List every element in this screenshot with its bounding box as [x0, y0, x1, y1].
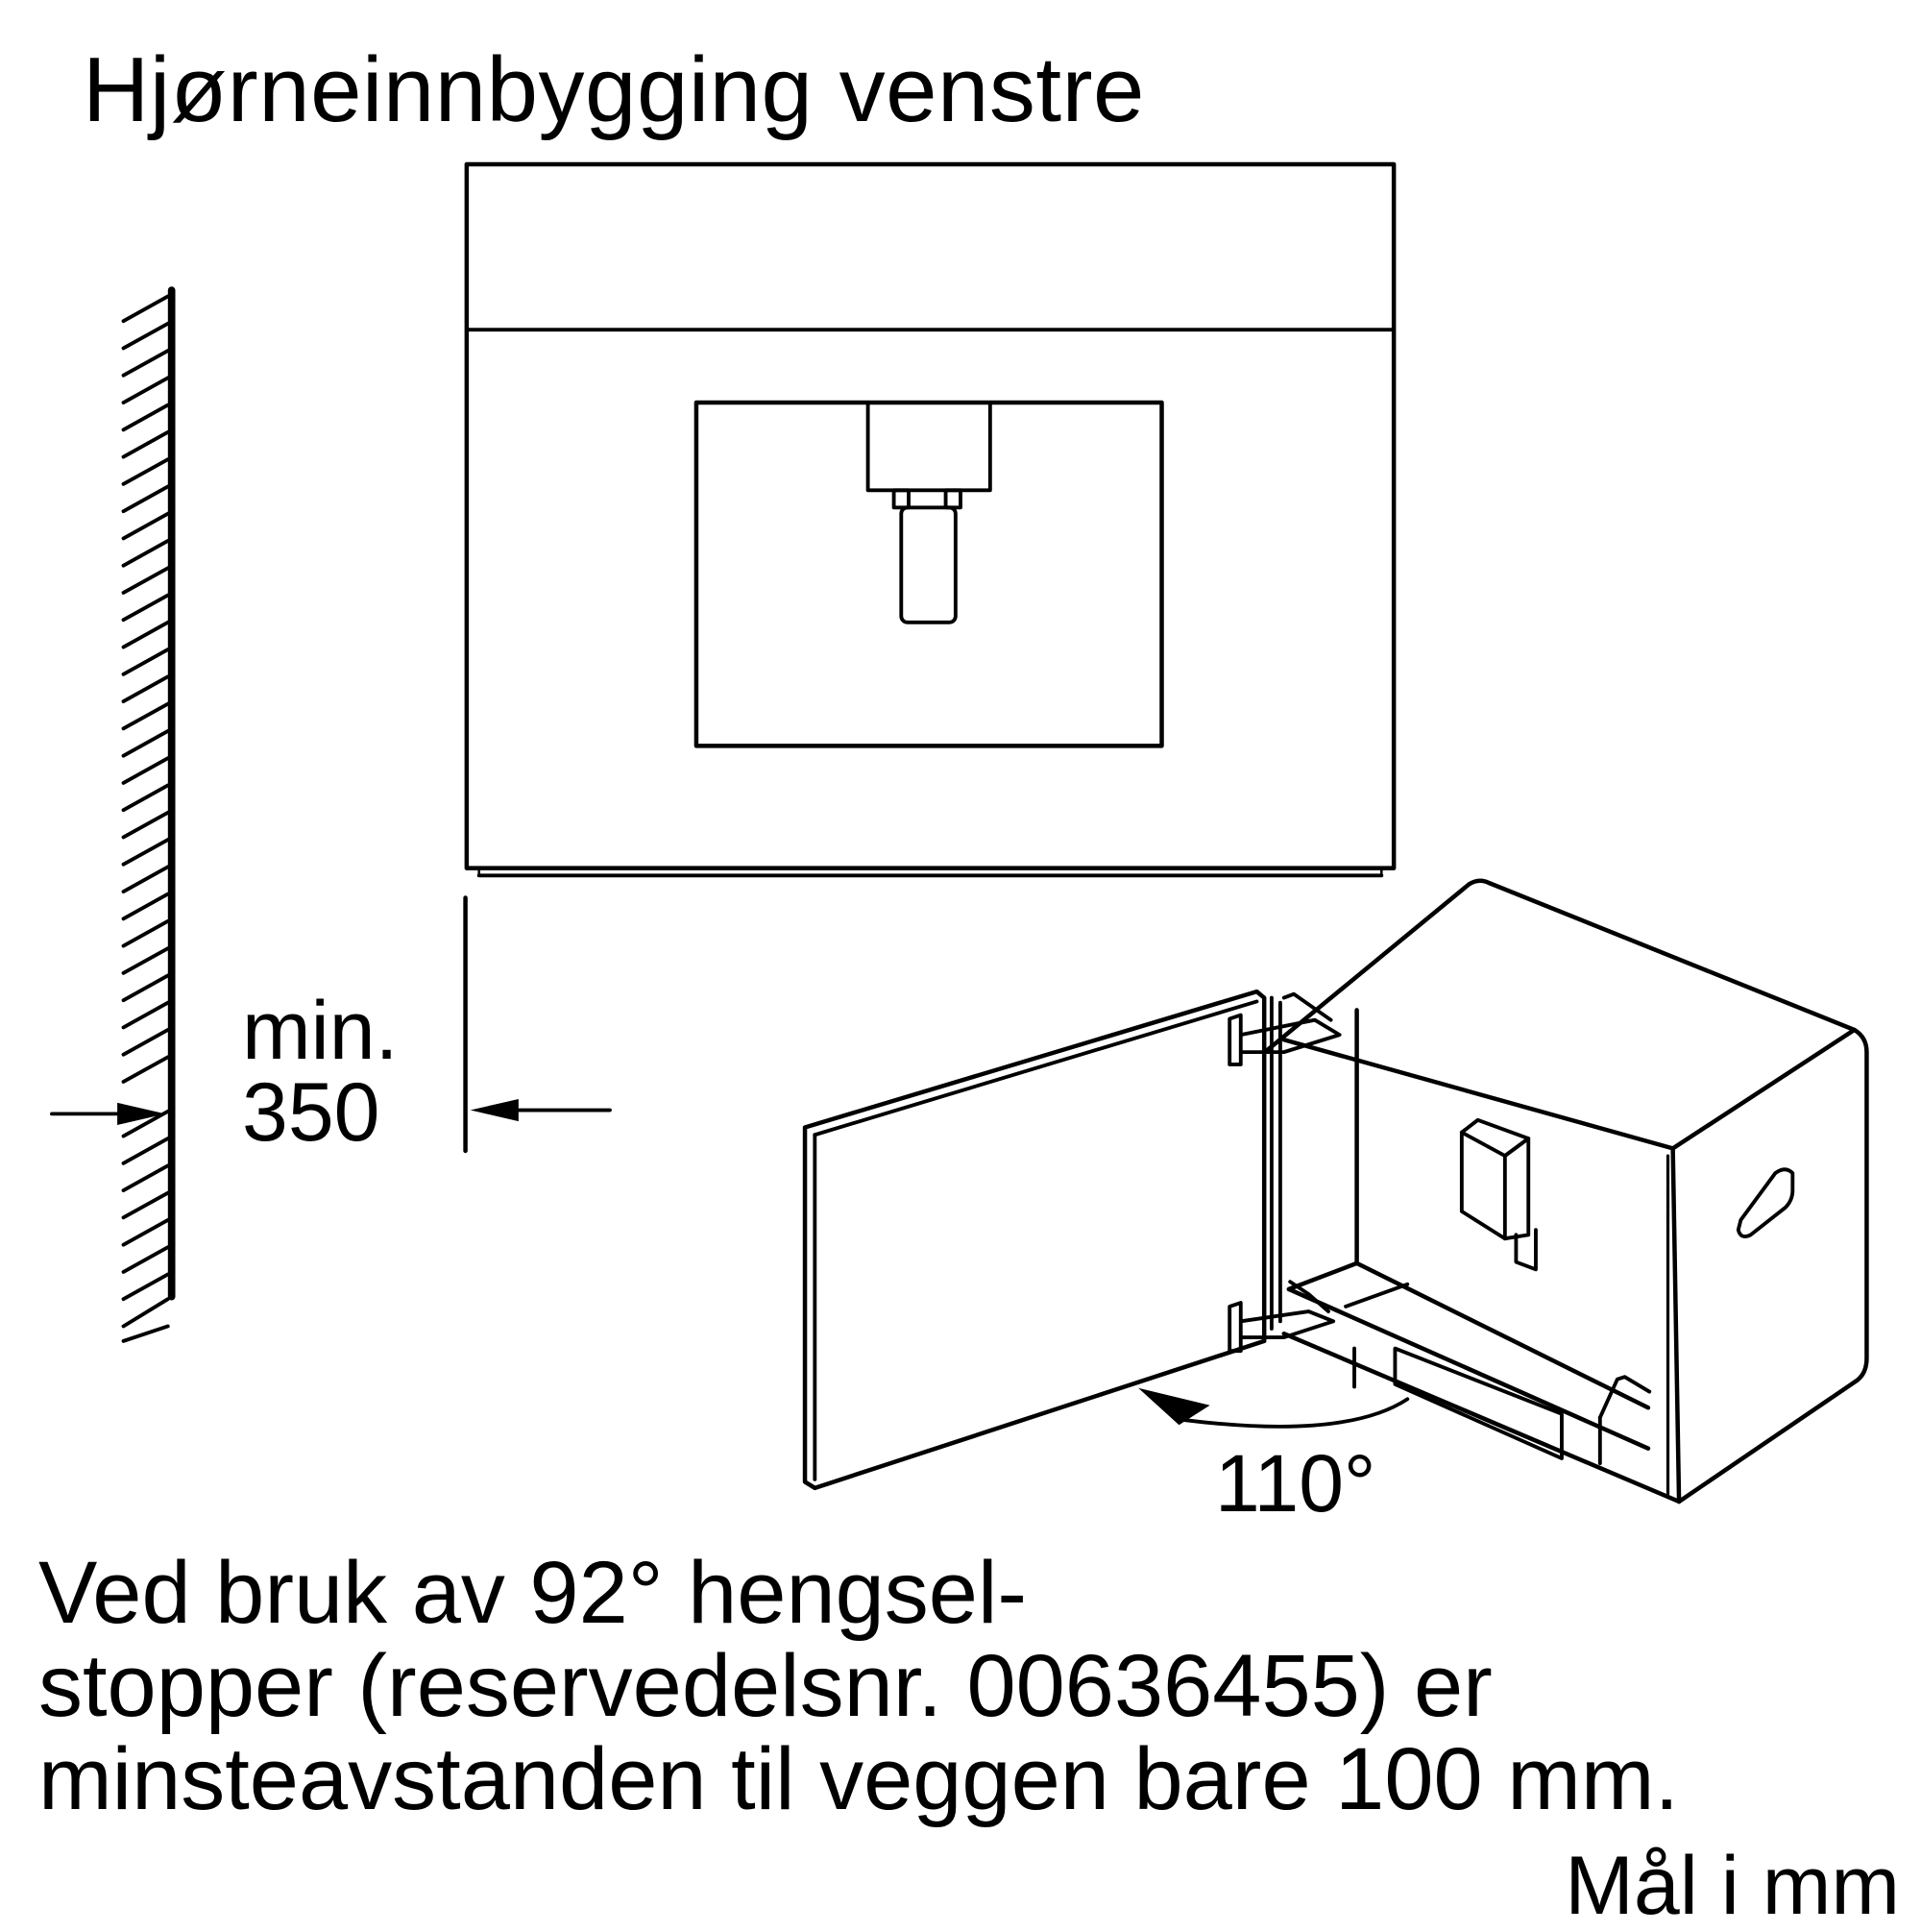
note-line: minsteavstanden til veggen bare 100 mm.: [38, 1730, 1680, 1828]
rotation-arrowhead: [1138, 1387, 1210, 1426]
rotation-arc: [1183, 1397, 1410, 1429]
note-line: stopper (reservedelsnr. 00636455) er: [38, 1637, 1493, 1735]
coffee-spout-housing: [865, 401, 992, 493]
coffee-spout: [899, 505, 958, 624]
units-label: Mål i mm: [1565, 1840, 1900, 1932]
dimension-arrow-left: [50, 1102, 166, 1125]
appliance-front-view: [464, 161, 1397, 878]
diagram-title: Hjørneinnbygging venstre: [83, 38, 1145, 141]
wall-hatched: [121, 286, 176, 1343]
lower-hinge: [1228, 1280, 1336, 1354]
upper-hinge: [1228, 991, 1342, 1066]
door-angle-label: 110°: [1215, 1438, 1376, 1528]
appliance-isometric-open-door: [802, 878, 1869, 1504]
open-door-panel: [802, 989, 1267, 1491]
beverage-outlet-area: [693, 400, 1164, 748]
installation-note: Ved bruk av 92° hengsel- stopper (reserv…: [38, 1547, 1863, 1826]
dimension-value: 350: [242, 1066, 380, 1159]
dimension-label: min.: [242, 985, 399, 1077]
dimension-arrow-right: [470, 1098, 612, 1122]
note-line: Ved bruk av 92° hengsel-: [38, 1544, 1028, 1642]
